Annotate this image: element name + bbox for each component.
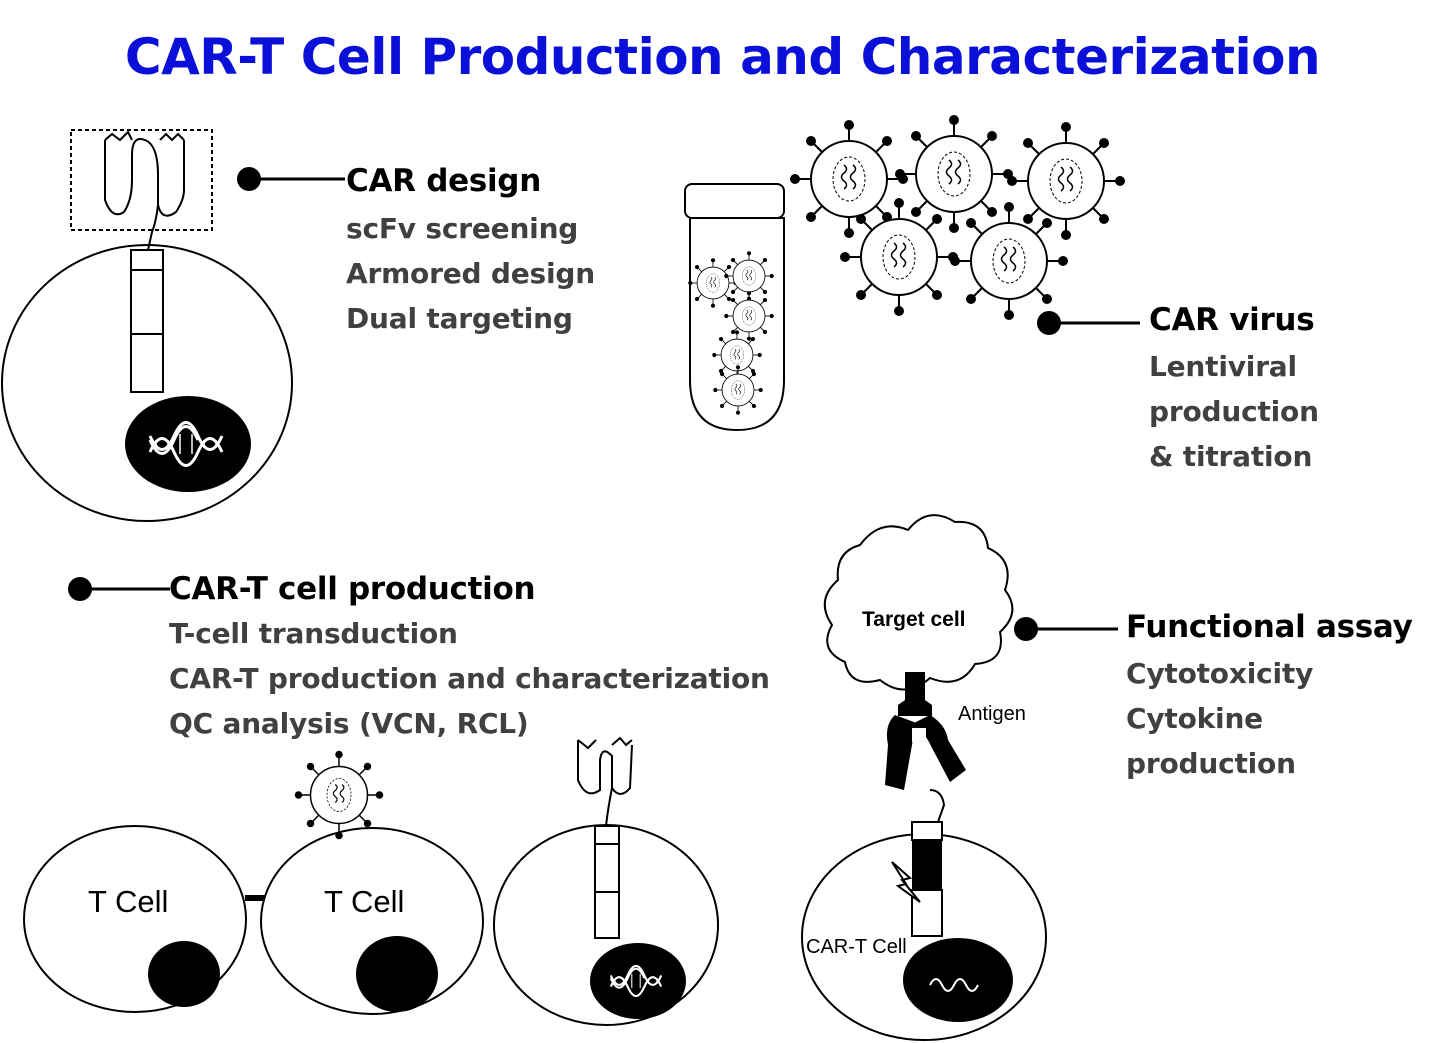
car-design-heading: CAR design	[346, 163, 541, 199]
antigen-label: Antigen	[958, 703, 1026, 725]
antigen-icon	[885, 672, 966, 823]
car-t-production-item: QC analysis (VCN, RCL)	[169, 707, 529, 740]
lightning-icon	[891, 861, 921, 903]
car-t-production-heading: CAR-T cell production	[169, 571, 536, 607]
car-t-cell-label: CAR-T Cell	[806, 936, 907, 958]
virus-icon	[789, 114, 1126, 321]
page-title: CAR-T Cell Production and Characterizati…	[124, 28, 1321, 86]
car-design-item: Dual targeting	[346, 302, 573, 335]
car-virus-item: production	[1149, 395, 1319, 428]
car-virus-item: Lentiviral	[1149, 350, 1297, 383]
target-cell-label: Target cell	[862, 608, 965, 631]
test-tube-icon	[684, 183, 785, 432]
car-design-item: Armored design	[346, 257, 595, 290]
t-cell-label-1: T Cell	[88, 884, 168, 919]
car-design-item: scFv screening	[346, 212, 579, 245]
target-cell-icon: Target cell	[823, 514, 1014, 691]
functional-assay-heading: Functional assay	[1126, 609, 1413, 645]
functional-assay-item: Cytotoxicity	[1126, 657, 1314, 690]
car-t-production-item: T-cell transduction	[169, 617, 458, 650]
t-cell-label-2: T Cell	[324, 884, 404, 919]
car-cell-icon	[1, 129, 293, 522]
functional-assay-item: Cytokine	[1126, 702, 1263, 735]
car-virus-heading: CAR virus	[1149, 302, 1315, 338]
car-t-production-item: CAR-T production and characterization	[169, 662, 770, 695]
functional-assay-item: production	[1126, 747, 1296, 780]
car-virus-item: & titration	[1149, 440, 1313, 473]
